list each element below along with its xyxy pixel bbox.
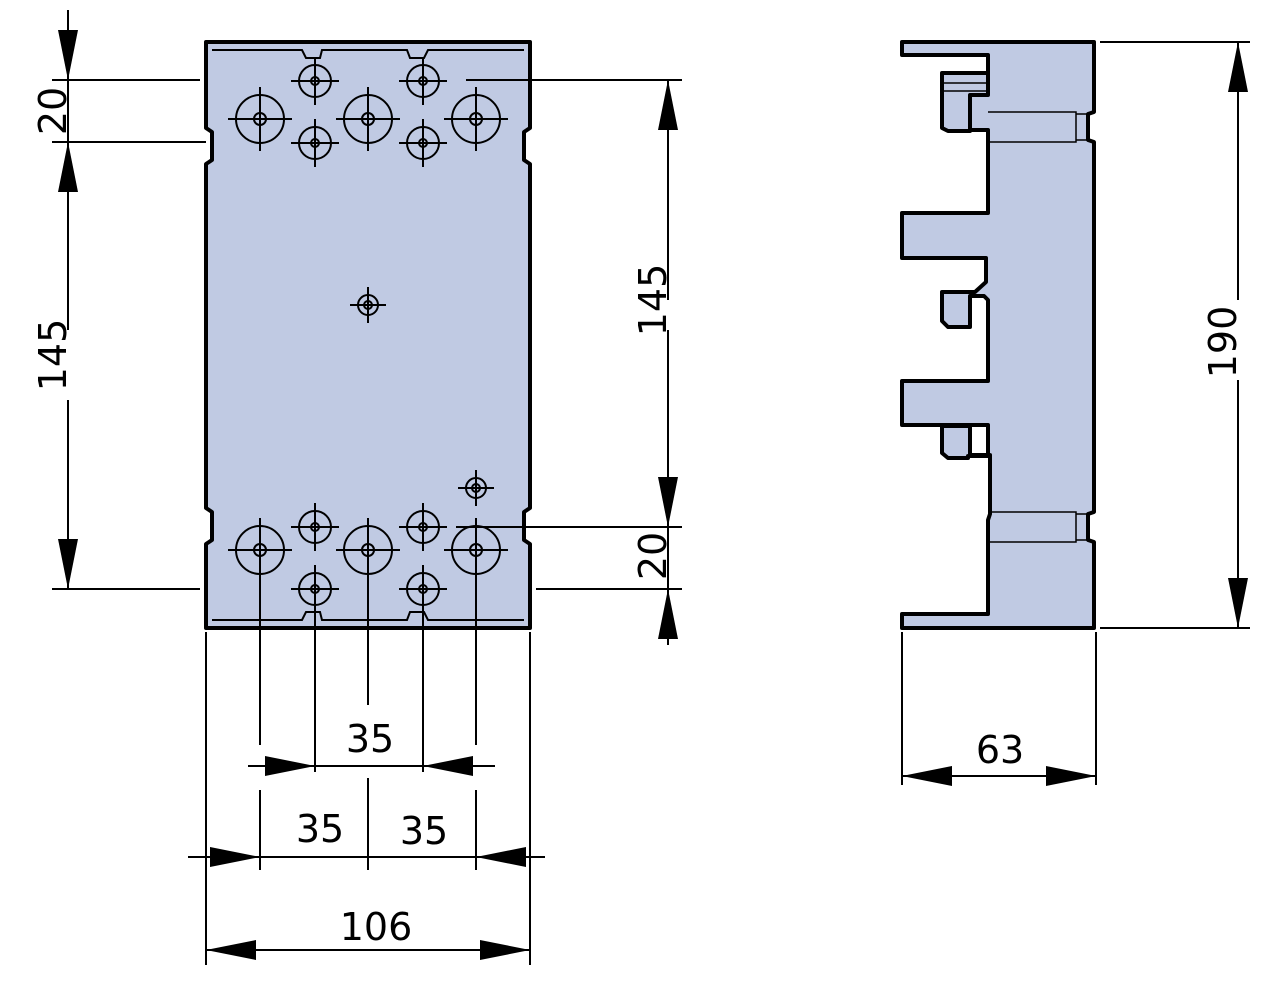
mounting-hole	[399, 503, 447, 551]
mounting-hole	[350, 287, 386, 323]
mounting-hole	[291, 565, 339, 613]
mounting-hole	[291, 503, 339, 551]
dim-width: 106	[340, 905, 413, 949]
top-rail	[212, 49, 524, 59]
side-housing	[900, 40, 1096, 630]
dimension-lines	[52, 10, 1250, 965]
dim-right-spacing: 145	[631, 264, 675, 337]
dim-left-spacing: 145	[31, 319, 75, 392]
dim-height: 190	[1201, 306, 1245, 379]
mounting-hole	[399, 57, 447, 105]
bottom-pin	[988, 511, 1088, 543]
dim-top-offset: 20	[31, 87, 75, 135]
mounting-hole	[399, 565, 447, 613]
dim-hole-pitch-right: 35	[400, 809, 448, 853]
mounting-hole	[458, 470, 494, 506]
top-pin	[988, 111, 1088, 143]
side-view	[900, 40, 1096, 630]
mounting-hole	[336, 87, 400, 151]
clip-detail	[942, 82, 988, 92]
bottom-rail	[212, 611, 524, 621]
dim-depth: 63	[976, 728, 1024, 772]
dim-hole-pitch-left: 35	[296, 807, 344, 851]
front-housing	[204, 40, 532, 630]
mounting-hole	[291, 119, 339, 167]
dim-bottom-offset: 20	[631, 532, 675, 580]
mounting-hole	[291, 57, 339, 105]
mounting-hole	[228, 87, 292, 151]
dim-hole-pitch-top: 35	[346, 717, 394, 761]
mounting-hole	[444, 87, 508, 151]
mounting-hole	[399, 119, 447, 167]
front-view	[204, 40, 532, 630]
dimension-labels: 20 145 145 20 35 35 35 106 63 190	[31, 87, 1245, 949]
mounting-holes	[228, 57, 508, 613]
